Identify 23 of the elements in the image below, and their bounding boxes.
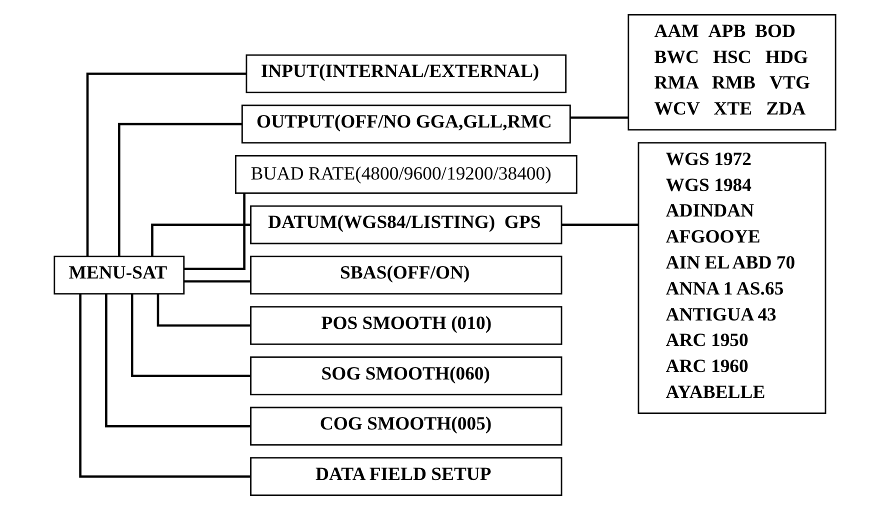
connector: [183, 193, 245, 270]
node-box: MENU-SAT: [53, 255, 184, 294]
connector: [86, 72, 246, 256]
node-box: DATA FIELD SETUP: [250, 456, 562, 496]
connector: [150, 223, 250, 256]
node-box: INPUT(INTERNAL/EXTERNAL): [245, 54, 566, 93]
connector: [130, 294, 250, 376]
node-box: SOG SMOOTH(060): [250, 356, 562, 395]
connector: [561, 223, 638, 226]
connector: [78, 294, 250, 478]
node-box: COG SMOOTH(005): [250, 406, 562, 446]
node-box: WGS 1972 WGS 1984 ADINDAN AFGOOYE AIN EL ABD 70 ANNA 1 AS.65 ANTIGUA 43 ARC 1950 ARC 1960 AYABELLE: [637, 142, 826, 414]
node-box: POS SMOOTH (010): [250, 306, 562, 344]
connector: [184, 280, 250, 282]
node-box: BUAD RATE(4800/9600/19200/38400): [234, 154, 577, 194]
node-box: SBAS(OFF/ON): [250, 255, 562, 294]
connector: [570, 116, 628, 118]
node-box: OUTPUT(OFF/NO GGA,GLL,RMC: [240, 104, 570, 143]
node-box: AAM APB BOD BWC HSC HDG RMA RMB VTG WCV XTE ZDA: [627, 14, 836, 130]
connector: [118, 122, 242, 256]
node-box: DATUM(WGS84/LISTING) GPS: [250, 204, 562, 244]
connector: [156, 293, 250, 326]
connector: [104, 294, 250, 427]
